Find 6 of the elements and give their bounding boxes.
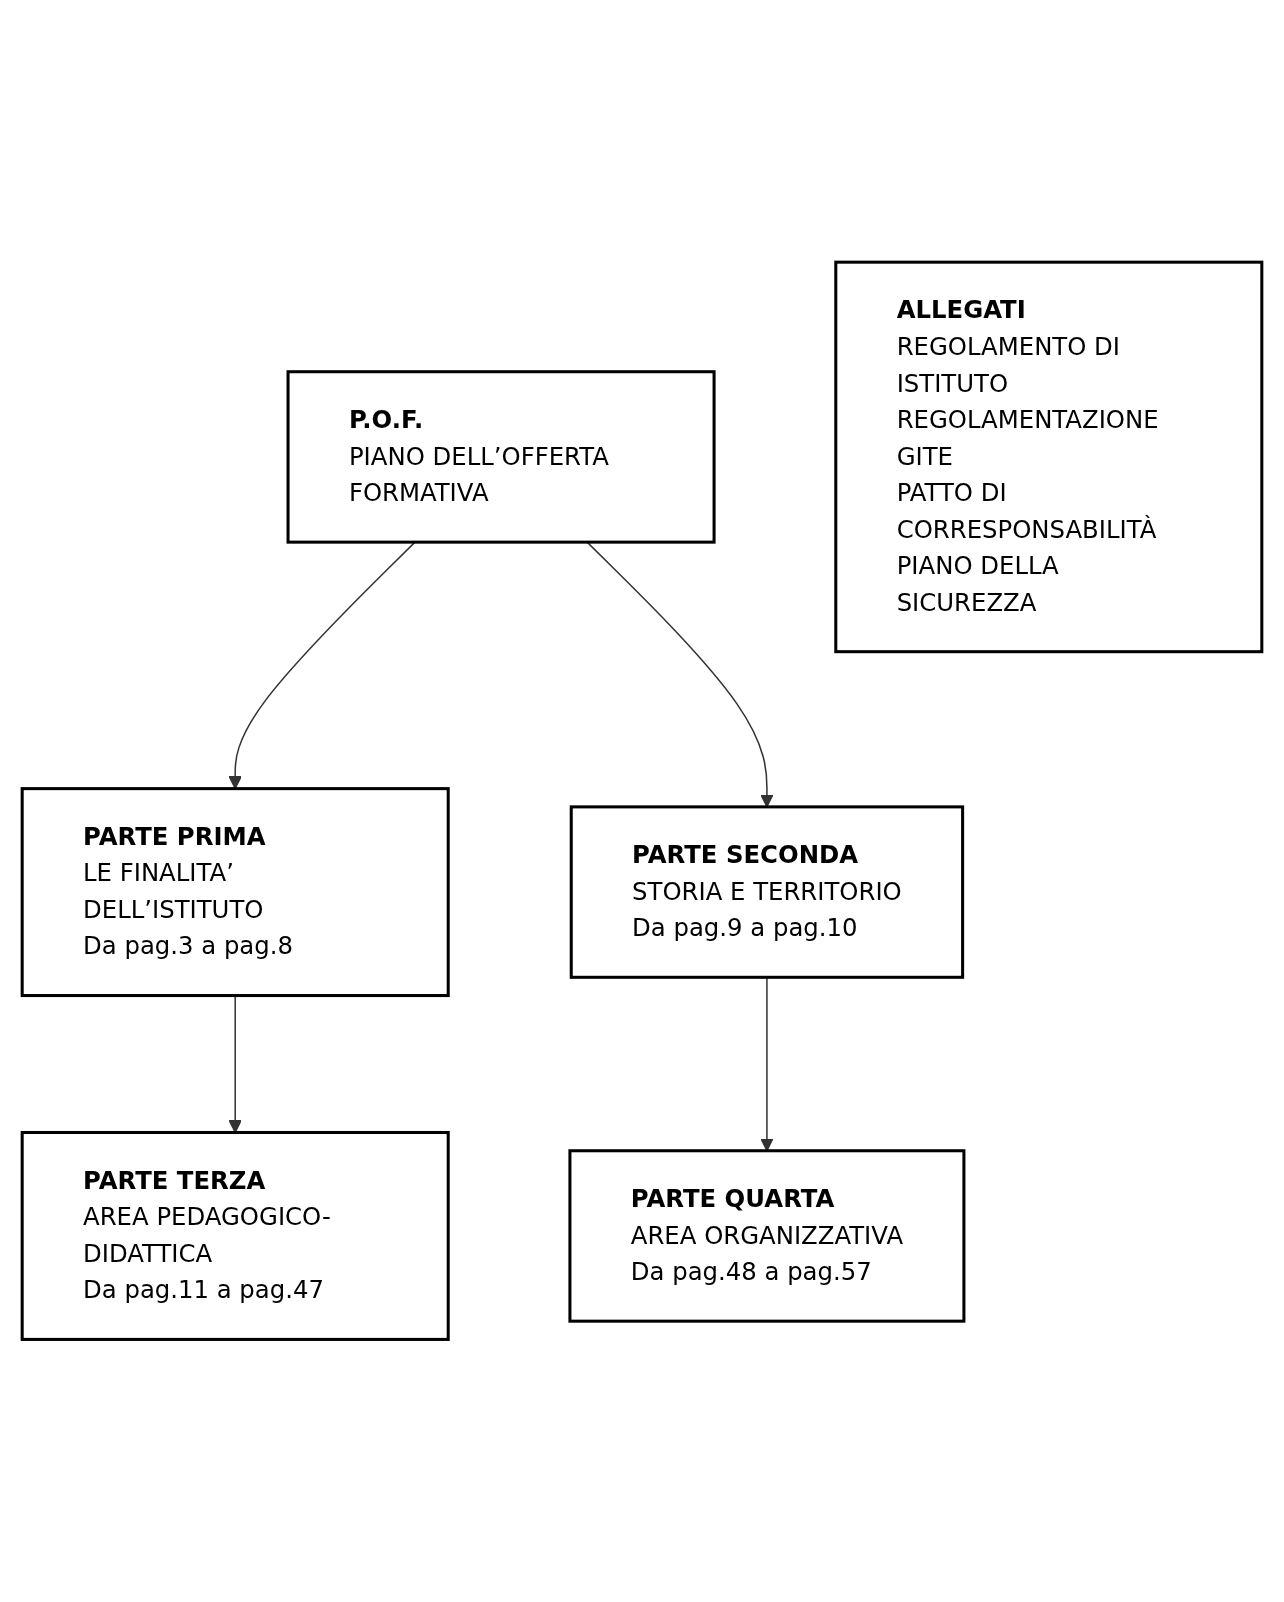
node-box: ALLEGATI REGOLAMENTO DI ISTITUTO REGOLAMENTAZIONE GITE PATTO DI CORRESPONSABILITÀ PIANO DELLA SICUREZZA [834,260,1264,654]
node-box: PARTE TERZA AREA PEDAGOGICO-DIDATTICA Da pag.11 a pag.47 [20,1131,450,1342]
node-box: P.O.F. PIANO DELL’OFFERTA FORMATIVA [286,370,716,544]
node-box: PARTE PRIMA LE FINALITA’ DELL’ISTITUTO Da pag.3 a pag.8 [20,787,450,998]
node-box: PARTE SECONDA STORIA E TERRITORIO Da pag.9 a pag.10 [569,805,965,979]
node-box: PARTE QUARTA AREA ORGANIZZATIVA Da pag.48 a pag.57 [568,1149,966,1323]
